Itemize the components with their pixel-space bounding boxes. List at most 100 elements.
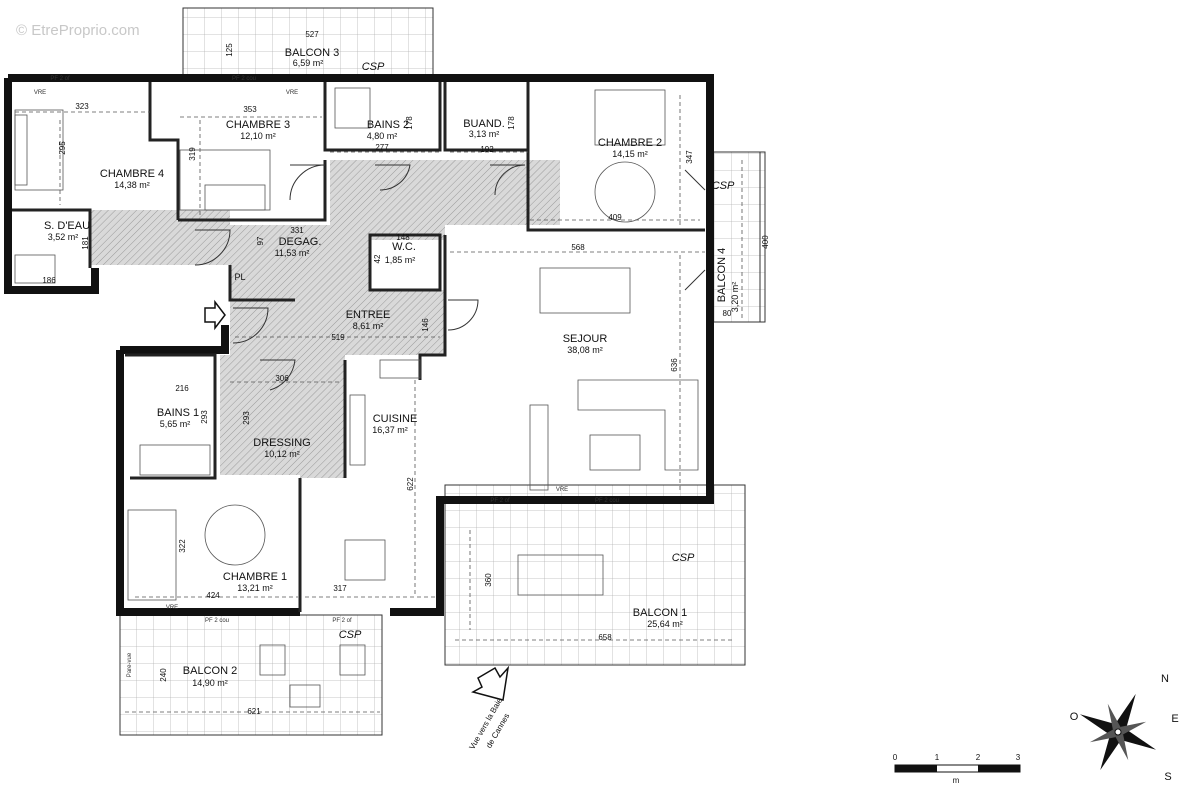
wall-bains2: [323, 82, 442, 152]
degag-area: 11,53 m²: [275, 248, 310, 258]
chambre4-name: CHAMBRE 4: [100, 168, 164, 180]
scale-tick-2: 2: [976, 753, 981, 762]
dimension-labels: 527 125 323 353 178 178 295 319 277 192 …: [42, 30, 770, 716]
chambre4-area: 14,38 m²: [114, 180, 150, 190]
balcon4-area: 3,20 m²: [730, 282, 740, 313]
balcon1-floor: [444, 484, 746, 666]
dim-636: 636: [670, 358, 679, 372]
wall-ch4-ch3: [148, 82, 180, 220]
dim-178-a: 178: [405, 116, 414, 130]
bains1-name: BAINS 1: [157, 407, 199, 419]
dim-146: 146: [421, 318, 430, 332]
dim-409: 409: [608, 213, 622, 222]
compass-rose-icon: [1079, 693, 1157, 771]
outer-wall-west: [4, 78, 99, 294]
balcon1-name: BALCON 1: [633, 607, 687, 619]
balcon3-floor: [182, 7, 434, 76]
dim-353: 353: [243, 105, 257, 114]
dim-424: 424: [206, 591, 220, 600]
dim-192: 192: [480, 145, 494, 154]
dim-293-b: 293: [242, 411, 251, 425]
pf2cou-label-sejour: PF 2 cou: [595, 498, 619, 504]
outer-wall-southwest: [116, 350, 300, 616]
dressing-name: DRESSING: [253, 437, 310, 449]
balcon2-floor: [119, 614, 383, 736]
dimension-lines: [15, 95, 761, 713]
pf2cou-label-top: PF 2 cou: [232, 76, 256, 82]
dim-97: 97: [256, 236, 265, 245]
balcon2-area: 14,90 m²: [192, 678, 228, 688]
scale-tick-1: 1: [935, 753, 940, 762]
csp-label-balcon3: CSP: [362, 61, 385, 73]
dim-322: 322: [178, 539, 187, 553]
dim-125: 125: [225, 43, 234, 57]
chambre1-area: 13,21 m²: [237, 583, 273, 593]
csp-label-balcon1: CSP: [672, 552, 695, 564]
dim-331: 331: [290, 226, 304, 235]
dim-568: 568: [571, 243, 585, 252]
sejour-area: 38,08 m²: [567, 345, 603, 355]
balcon1-area: 25,64 m²: [647, 619, 683, 629]
dressing-area: 10,12 m²: [264, 449, 300, 459]
pf2o-label-top: PF 2 of: [50, 76, 70, 82]
dim-400: 400: [761, 235, 770, 249]
dim-658: 658: [598, 633, 612, 642]
wall-ch3-south: [178, 160, 327, 222]
vre-label-ch3: VRE: [286, 90, 298, 96]
scale-unit: m: [953, 776, 960, 785]
chambre3-name: CHAMBRE 3: [226, 119, 290, 131]
dim-317: 317: [333, 584, 347, 593]
dim-621: 621: [247, 707, 261, 716]
bains1-area: 5,65 m²: [160, 419, 191, 429]
circulation-hatch-upper: [330, 160, 560, 240]
compass-o: O: [1070, 711, 1079, 723]
compass-e: E: [1171, 713, 1178, 725]
wall-buand: [443, 82, 530, 152]
dim-216: 216: [175, 384, 189, 393]
entry-arrow-icon: [204, 299, 226, 331]
pf2o-label-cuisine: PF 2 of: [332, 618, 352, 624]
chambre1-name: CHAMBRE 1: [223, 571, 287, 583]
scale-tick-3: 3: [1016, 753, 1021, 762]
dim-360: 360: [484, 573, 493, 587]
dim-319: 319: [188, 147, 197, 161]
sdeau-area: 3,52 m²: [48, 232, 79, 242]
circulation-hatch-left: [90, 210, 230, 265]
balcon2-name: BALCON 2: [183, 665, 237, 677]
wall-bains1: [125, 353, 217, 480]
bains2-name: BAINS 2: [367, 119, 409, 131]
sdeau-name: S. D'EAU: [44, 220, 90, 232]
dim-293-a: 293: [200, 410, 209, 424]
wall-chambre2: [526, 150, 705, 232]
outer-wall-main: [8, 74, 714, 616]
dim-42: 42: [373, 254, 382, 263]
dressing-hatch: [220, 355, 345, 478]
dim-306: 306: [275, 374, 289, 383]
dim-277: 277: [375, 143, 389, 152]
dim-80: 80: [723, 309, 732, 318]
csp-label-balcon2: CSP: [339, 629, 362, 641]
scale-tick-0: 0: [893, 753, 898, 762]
chambre2-area: 14,15 m²: [612, 149, 648, 159]
buand-area: 3,13 m²: [469, 129, 500, 139]
cuisine-area: 16,37 m²: [372, 425, 408, 435]
cuisine-name: CUISINE: [373, 413, 418, 425]
sejour-name: SEJOUR: [563, 333, 608, 345]
dim-527: 527: [305, 30, 319, 39]
pare-vue-label: Pare-vue: [127, 652, 133, 677]
entree-hatch: [230, 225, 445, 355]
dim-622: 622: [406, 477, 415, 491]
compass-n: N: [1161, 673, 1169, 685]
watermark: © EtreProprio.com: [16, 22, 140, 39]
wall-wc: [368, 233, 442, 292]
dim-295: 295: [58, 141, 67, 155]
doors: [194, 164, 706, 391]
entree-area: 8,61 m²: [353, 321, 384, 331]
pf2o-label-sejour: PF 2 of: [490, 498, 510, 504]
chambre2-name: CHAMBRE 2: [598, 137, 662, 149]
dim-240: 240: [159, 668, 168, 682]
wc-name: W.C.: [392, 241, 416, 253]
wc-area: 1,85 m²: [385, 255, 416, 265]
dim-186: 186: [42, 276, 56, 285]
